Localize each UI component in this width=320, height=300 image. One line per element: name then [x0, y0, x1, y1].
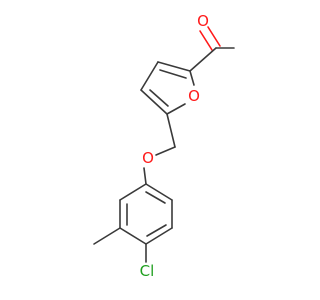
ch2-to-ether-bond: [155, 146, 176, 156]
furan-bond-c4-c5: [140, 89, 168, 115]
methylene-ether-linker: [143, 113, 176, 185]
ether-to-benzene-bond: [143, 167, 147, 185]
ether-oxygen-label: O: [142, 149, 154, 167]
aldehyde-to-ring-bond: [189, 47, 217, 72]
furan-bond-o-c2: [189, 70, 195, 86]
aldehyde-double-bond-a: [199, 30, 213, 51]
atom-labels: O O O Cl: [140, 12, 209, 280]
chemical-structure-diagram: O O O Cl: [93, 12, 235, 280]
benzene-ring: [119, 183, 173, 245]
benzene-double-bond-6-1: [145, 191, 166, 204]
methyl-bond: [93, 227, 121, 245]
benzene-bond-4-5: [145, 227, 173, 245]
aldehyde-group: [189, 26, 235, 72]
furan-double-bond-c4-c5: [149, 89, 169, 107]
benzene-bond-1-2: [119, 183, 147, 201]
benzene-bond-3-4: [119, 227, 147, 245]
furan-double-bond-c2-c3: [159, 69, 187, 79]
aldehyde-oxygen-label: O: [197, 12, 209, 30]
benzene-double-bond-4-5: [146, 224, 167, 237]
aldehyde-double-bond-b: [207, 26, 221, 47]
furan-ring: [140, 61, 195, 115]
furan-oxygen-label: O: [188, 87, 200, 105]
ring-to-ch2-bond: [166, 113, 176, 148]
chlorine-label: Cl: [140, 262, 155, 280]
furan-bond-c5-o: [166, 103, 186, 115]
furan-bond-c3-c4: [140, 61, 159, 91]
furan-bond-c2-c3: [157, 61, 191, 72]
substituents: [93, 227, 147, 263]
benzene-bond-6-1: [145, 183, 173, 201]
